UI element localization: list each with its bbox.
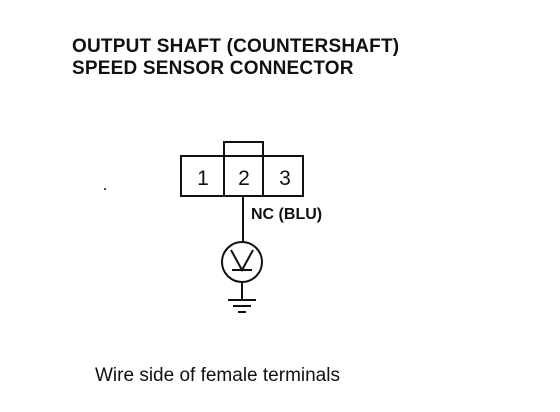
- diagram-title-line-1: OUTPUT SHAFT (COUNTERSHAFT): [72, 36, 400, 57]
- connector-lock-tab: [223, 141, 264, 156]
- wire-color-label: NC (BLU): [251, 206, 322, 223]
- voltmeter-icon: [221, 241, 263, 283]
- ground-icon: [228, 299, 256, 313]
- pin-3-label: 3: [279, 167, 291, 190]
- diagram-title-line-2: SPEED SENSOR CONNECTOR: [72, 58, 354, 79]
- stray-mark: [104, 188, 106, 190]
- pin-1-label: 1: [197, 167, 209, 190]
- pin-2-label: 2: [238, 167, 250, 190]
- diagram-caption: Wire side of female terminals: [95, 365, 340, 386]
